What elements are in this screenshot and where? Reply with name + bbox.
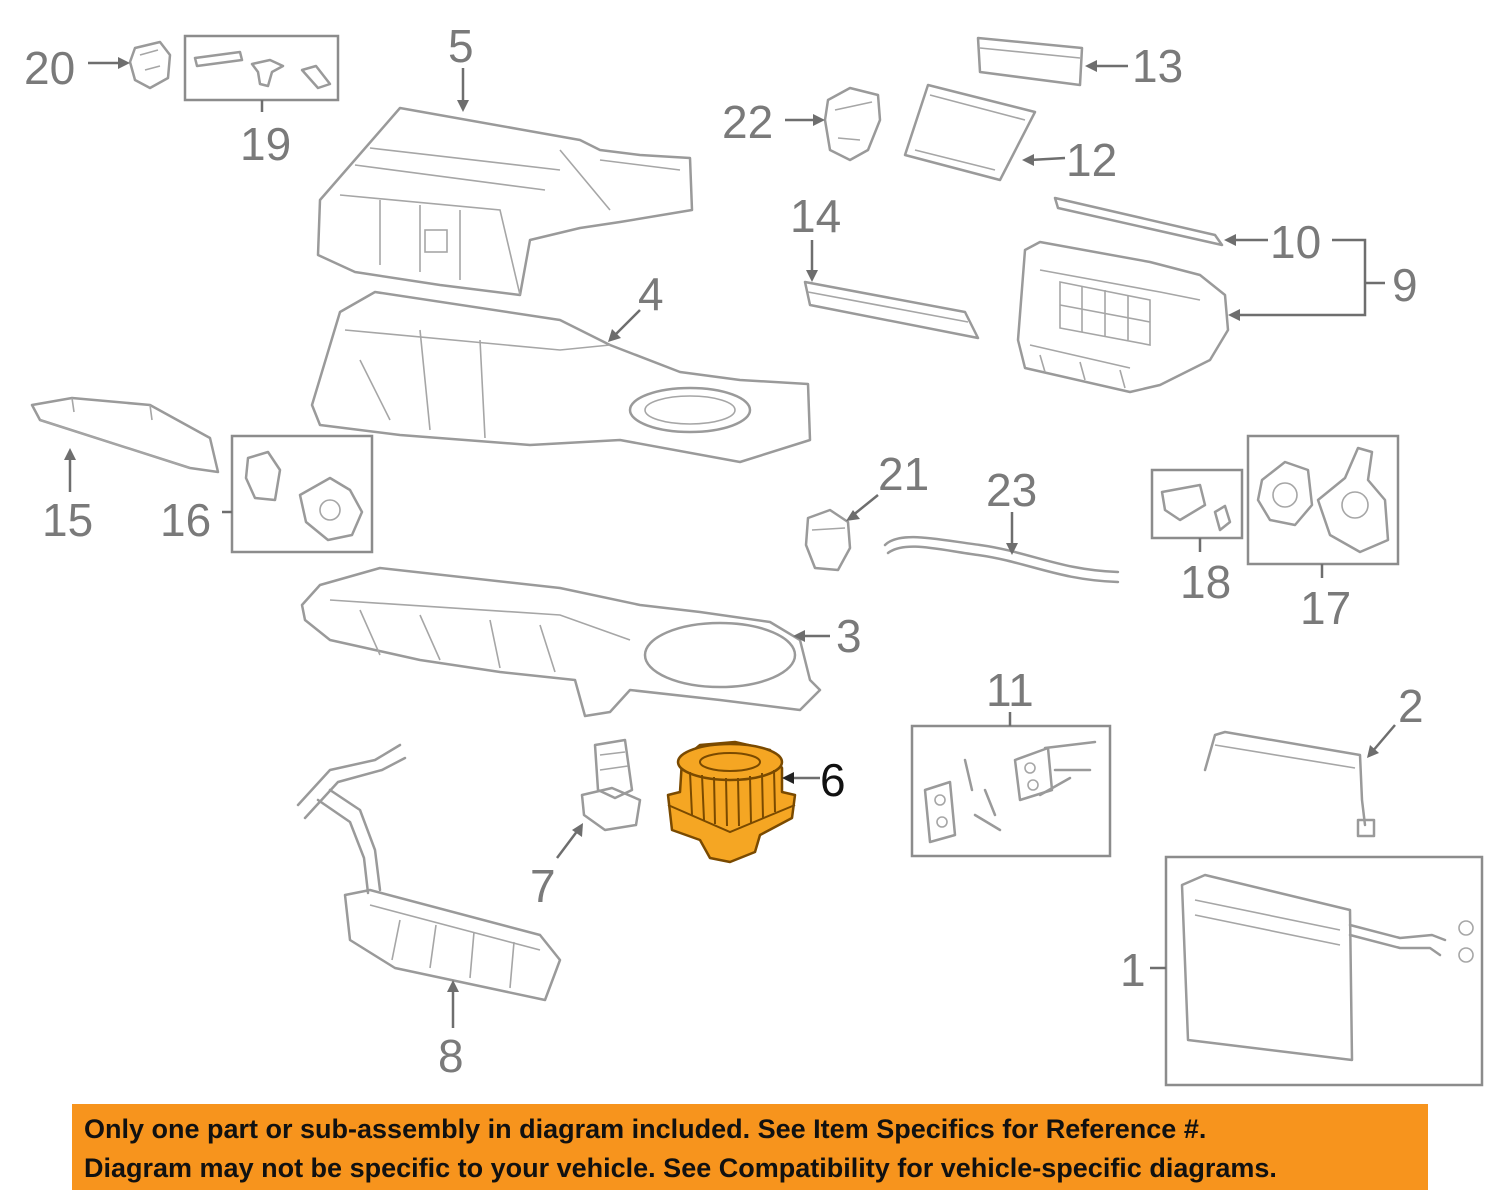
arrowhead-9 (1228, 309, 1240, 321)
box-1 (1164, 855, 1484, 1087)
part-13-filter (976, 36, 1084, 87)
arrowhead-7 (572, 823, 583, 837)
arrowhead-22 (813, 114, 825, 126)
notice-line-1: Only one part or sub-assembly in diagram… (84, 1114, 1207, 1144)
callout-20: 20 (24, 42, 75, 94)
arrowhead-23 (1006, 543, 1018, 555)
part-15-duct (30, 396, 220, 474)
callout-3: 3 (836, 610, 862, 662)
callout-10: 10 (1270, 216, 1321, 268)
callout-1: 1 (1120, 944, 1146, 996)
leader-4 (614, 309, 641, 336)
arrowhead-13 (1085, 60, 1097, 72)
arrowhead-21 (846, 510, 860, 521)
arrowhead-12 (1022, 154, 1034, 166)
part-10-seal (1053, 196, 1224, 247)
callout-18: 18 (1180, 556, 1231, 608)
callout-7: 7 (530, 860, 556, 912)
callout-11: 11 (986, 664, 1034, 716)
leader-2 (1371, 724, 1396, 753)
callout-13: 13 (1132, 40, 1183, 92)
part-11-pieces (923, 740, 1097, 844)
part-14-seal (803, 280, 980, 340)
kit-box-18 (1150, 468, 1244, 540)
part-12-filter (903, 83, 1037, 182)
callout-16: 16 (160, 494, 211, 546)
part-20-actuator (128, 40, 172, 90)
callout-4: 4 (638, 268, 664, 320)
part-22-actuator (823, 86, 882, 162)
callout-8: 8 (438, 1030, 464, 1082)
part-17-pieces (1256, 446, 1390, 554)
arrowhead-20 (118, 57, 130, 69)
arrowhead-6 (782, 772, 794, 784)
callout-12: 12 (1066, 134, 1117, 186)
part-16-pieces (244, 450, 364, 542)
callout-15: 15 (42, 494, 93, 546)
part-18-pieces (1160, 483, 1232, 532)
arrowhead-14 (806, 270, 818, 282)
arrowhead-10 (1224, 234, 1236, 246)
callout-9: 9 (1392, 259, 1418, 311)
part-19-pieces (193, 50, 332, 90)
leader-9-bracket (1235, 238, 1385, 317)
kit-box-19 (183, 34, 340, 102)
kit-box-11 (910, 724, 1112, 858)
callout-23: 23 (986, 464, 1037, 516)
leader-12 (1029, 156, 1066, 162)
compatibility-notice-banner: Only one part or sub-assembly in diagram… (72, 1104, 1428, 1190)
arrowhead-3 (793, 630, 805, 642)
notice-line-2: Diagram may not be specific to your vehi… (84, 1153, 1277, 1183)
callout-19: 19 (240, 118, 291, 170)
part-23-hose (883, 535, 1120, 584)
leader-21 (851, 494, 879, 517)
callout-6: 6 (820, 754, 846, 806)
callout-5: 5 (448, 20, 474, 72)
part-9-evaporator-case (1016, 240, 1230, 394)
part-7-resistor (580, 738, 642, 832)
part-4-lower-case (310, 290, 812, 464)
callout-14: 14 (790, 190, 841, 242)
callout-21: 21 (878, 448, 929, 500)
arrowhead-5 (457, 100, 469, 112)
arrowhead-8 (447, 980, 459, 992)
part-21-actuator (804, 508, 852, 572)
callout-2: 2 (1398, 680, 1424, 732)
arrowhead-4 (608, 329, 621, 342)
part-3-housing (300, 566, 822, 718)
part-2-tube (1203, 730, 1376, 838)
part-6-blower-motor (666, 740, 797, 864)
arrowhead-2 (1367, 745, 1379, 758)
callout-22: 22 (722, 96, 773, 148)
arrowhead-15 (64, 448, 76, 460)
leader-7 (556, 829, 579, 859)
callout-17: 17 (1300, 582, 1351, 634)
part-1-evaporator (1180, 873, 1474, 1062)
part-8-heater-core (296, 743, 562, 1002)
part-5-upper-case (316, 106, 694, 297)
kit-box-16 (230, 434, 374, 554)
